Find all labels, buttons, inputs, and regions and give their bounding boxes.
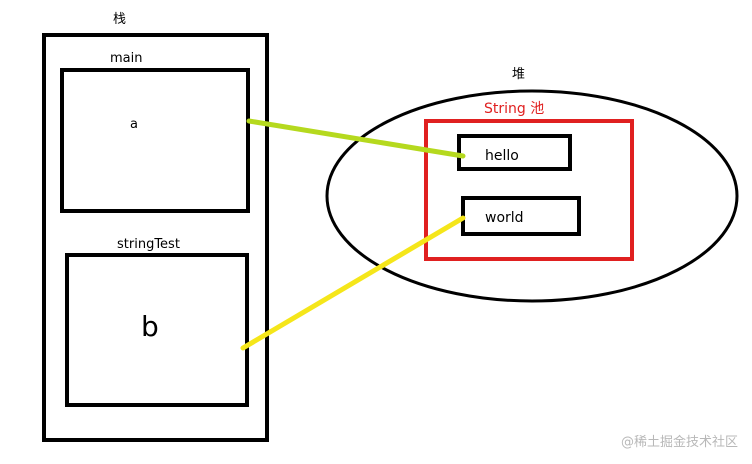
string-hello-label: hello xyxy=(485,148,519,164)
string-pool-title: String 池 xyxy=(484,101,544,117)
variable-a-label: a xyxy=(130,117,138,132)
frame-stringtest-box xyxy=(65,253,249,407)
frame-main-box xyxy=(60,68,250,213)
frame-stringtest-title: stringTest xyxy=(117,237,180,252)
stack-title: 栈 xyxy=(113,12,126,27)
variable-b-label: b xyxy=(141,310,159,343)
string-world-label: world xyxy=(485,210,524,226)
heap-title: 堆 xyxy=(512,67,525,82)
watermark: @稀土掘金技术社区 xyxy=(621,434,738,450)
reference-a-to-hello xyxy=(246,118,466,159)
stack-box xyxy=(42,33,269,442)
string-pool-box xyxy=(424,119,634,261)
string-hello-box xyxy=(457,134,572,171)
reference-b-to-world xyxy=(240,215,466,351)
heap-ellipse xyxy=(325,89,739,303)
frame-main-title: main xyxy=(110,51,142,66)
